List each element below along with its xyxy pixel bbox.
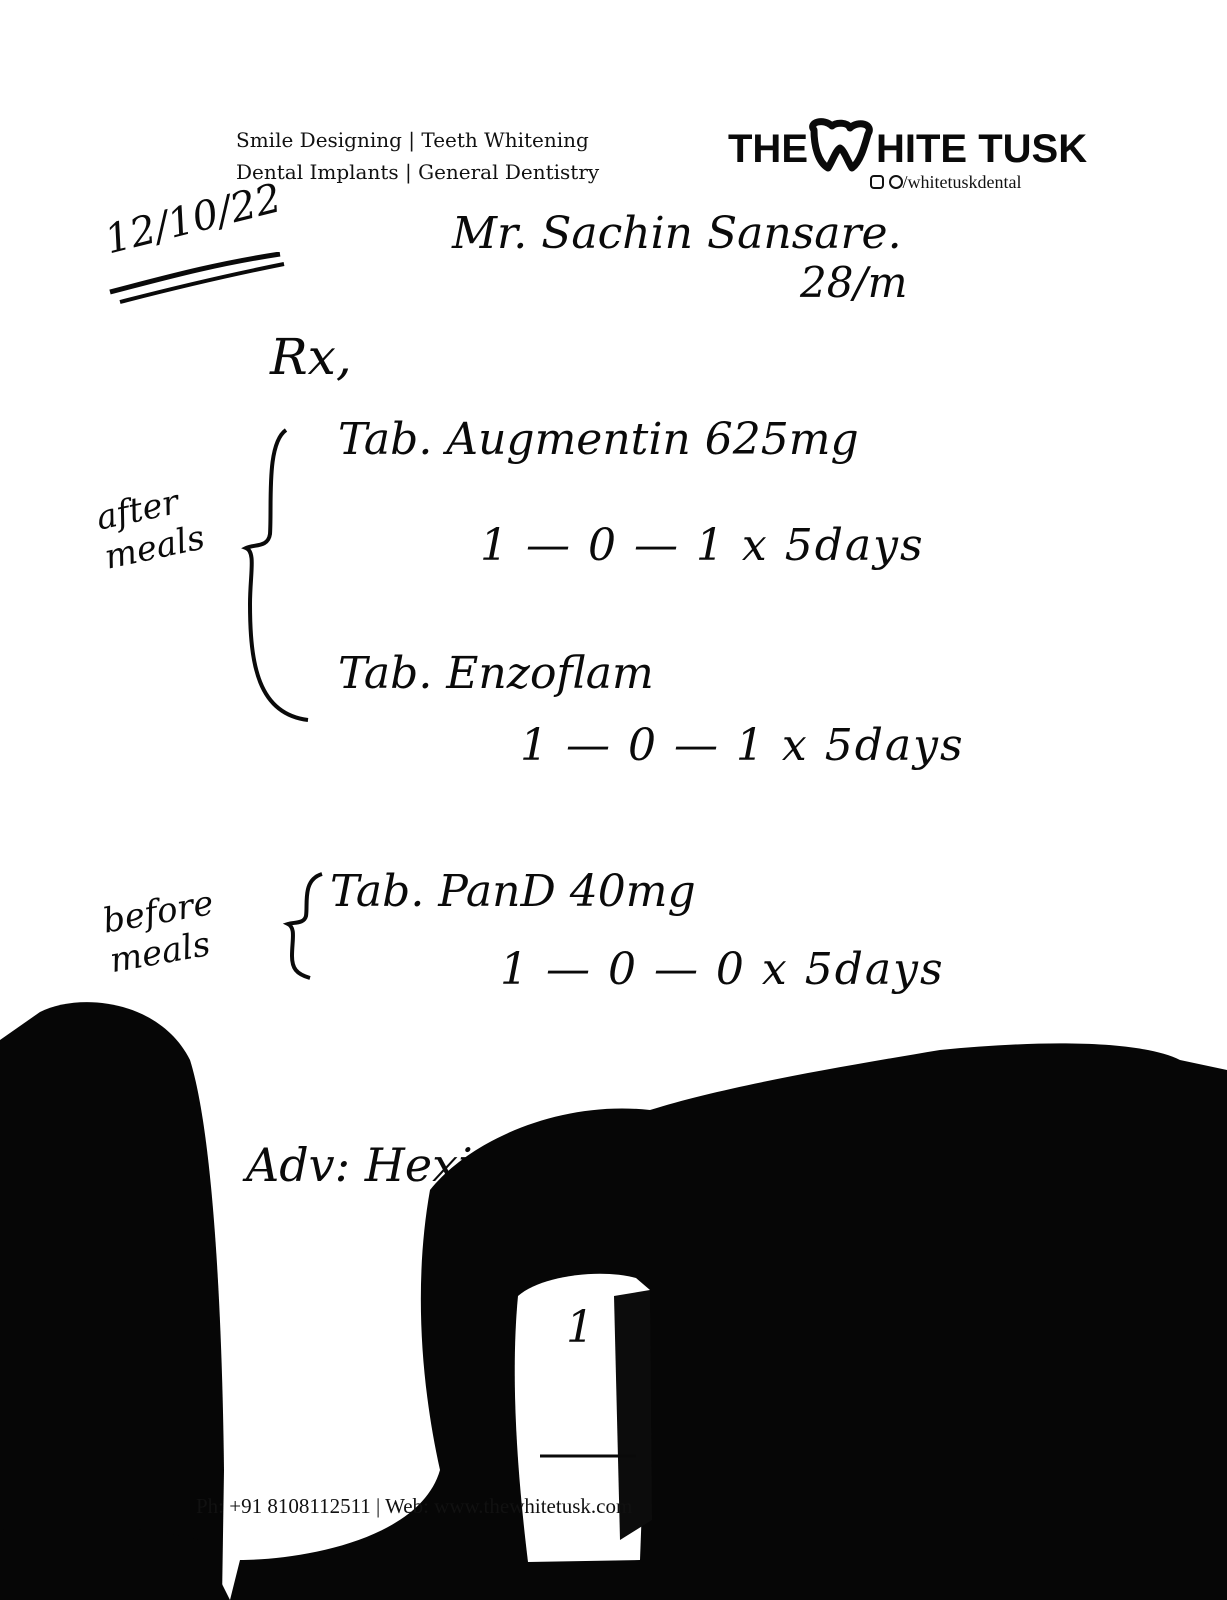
medicine-dosage: 1 — 0 — 1 x 5days <box>520 720 965 771</box>
rx-symbol: Rx, <box>270 328 352 386</box>
social-handle-text: /whitetuskdental <box>902 172 1022 192</box>
brace-after-meals <box>241 428 309 722</box>
medicine-name: Tab. PanD 40mg <box>330 866 696 917</box>
instagram-icon <box>870 175 884 189</box>
medicine-name: Tab. Enzoflam <box>338 648 654 699</box>
medicine-dosage: 1 — 0 — 0 x 5days <box>500 944 945 995</box>
tooth-icon <box>809 118 873 172</box>
patient-age-sex: 28/m <box>800 258 908 307</box>
patient-name: Mr. Sachin Sansare. <box>452 208 902 259</box>
medicine-dosage: 1 — 0 — 1 x 5days <box>480 520 925 571</box>
facebook-icon <box>888 175 903 189</box>
services-line-2: Dental Implants | General Dentistry <box>236 160 600 184</box>
date-underline <box>109 252 285 304</box>
social-handle: /whitetuskdental <box>870 172 1021 193</box>
partial-mark: 1 <box>566 1302 594 1353</box>
clinic-logo: THE HITE TUSK <box>728 118 1087 172</box>
medicine-name: Tab. Augmentin 625mg <box>338 414 859 465</box>
logo-text-the: THE <box>728 127 808 171</box>
clinic-contact-footer: Ph: +91 8108112511 | Web: www.thewhitetu… <box>196 1494 633 1518</box>
clinic-services: Smile Designing | Teeth Whitening Dental… <box>236 124 599 188</box>
brace-before-meals <box>282 872 323 980</box>
services-line-1: Smile Designing | Teeth Whitening <box>236 128 589 152</box>
logo-text-white-tusk: HITE TUSK <box>876 127 1087 171</box>
